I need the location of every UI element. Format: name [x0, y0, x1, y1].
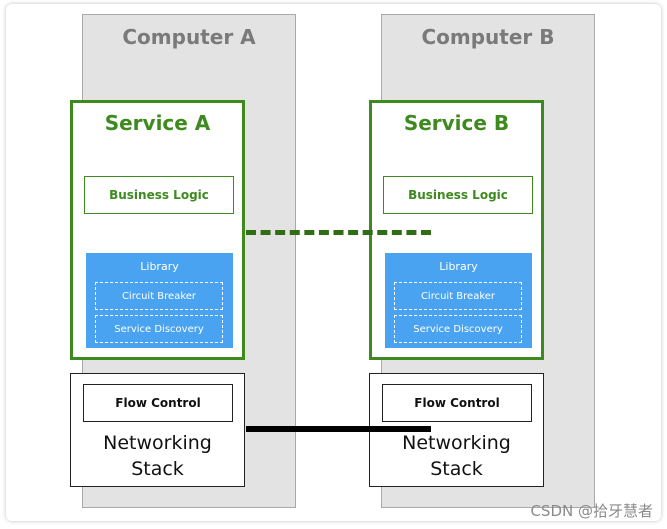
computer-b-box: Computer B Service B Business Logic Libr…: [369, 14, 595, 508]
service-logical-link-dashed: [246, 230, 431, 235]
service-b-business-logic: Business Logic: [383, 176, 533, 214]
computer-b-networking-stack-label: Networking Stack: [370, 430, 543, 482]
service-a-box: Service A Business Logic Library Circuit…: [70, 100, 245, 360]
computer-a-networking-stack: Flow Control Networking Stack: [70, 373, 245, 487]
computer-a-networking-stack-label: Networking Stack: [71, 430, 244, 482]
service-a-business-logic: Business Logic: [84, 176, 234, 214]
computer-a-title: Computer A: [122, 25, 256, 49]
service-a-library-title: Library: [140, 260, 179, 273]
service-a-title: Service A: [104, 111, 211, 135]
service-a-circuit-breaker: Circuit Breaker: [95, 282, 223, 310]
computer-b-flow-control: Flow Control: [382, 384, 532, 422]
network-physical-link-solid: [246, 426, 431, 432]
service-a-service-discovery: Service Discovery: [95, 315, 223, 343]
service-b-title: Service B: [403, 111, 510, 135]
service-b-library: Library Circuit Breaker Service Discover…: [385, 253, 532, 348]
computer-b-stack-line1: Networking: [402, 432, 511, 454]
computer-a-stack-line2: Stack: [131, 458, 184, 480]
computer-b-title: Computer B: [421, 25, 555, 49]
computer-b-stack-line2: Stack: [430, 458, 483, 480]
service-b-circuit-breaker: Circuit Breaker: [394, 282, 522, 310]
computer-a-stack-line1: Networking: [103, 432, 212, 454]
service-a-library: Library Circuit Breaker Service Discover…: [86, 253, 233, 348]
computer-a-box: Computer A Service A Business Logic Libr…: [70, 14, 296, 508]
service-b-box: Service B Business Logic Library Circuit…: [369, 100, 544, 360]
service-b-service-discovery: Service Discovery: [394, 315, 522, 343]
service-b-library-title: Library: [439, 260, 478, 273]
csdn-watermark: CSDN @拾牙慧者: [530, 502, 653, 520]
computer-a-flow-control: Flow Control: [83, 384, 233, 422]
